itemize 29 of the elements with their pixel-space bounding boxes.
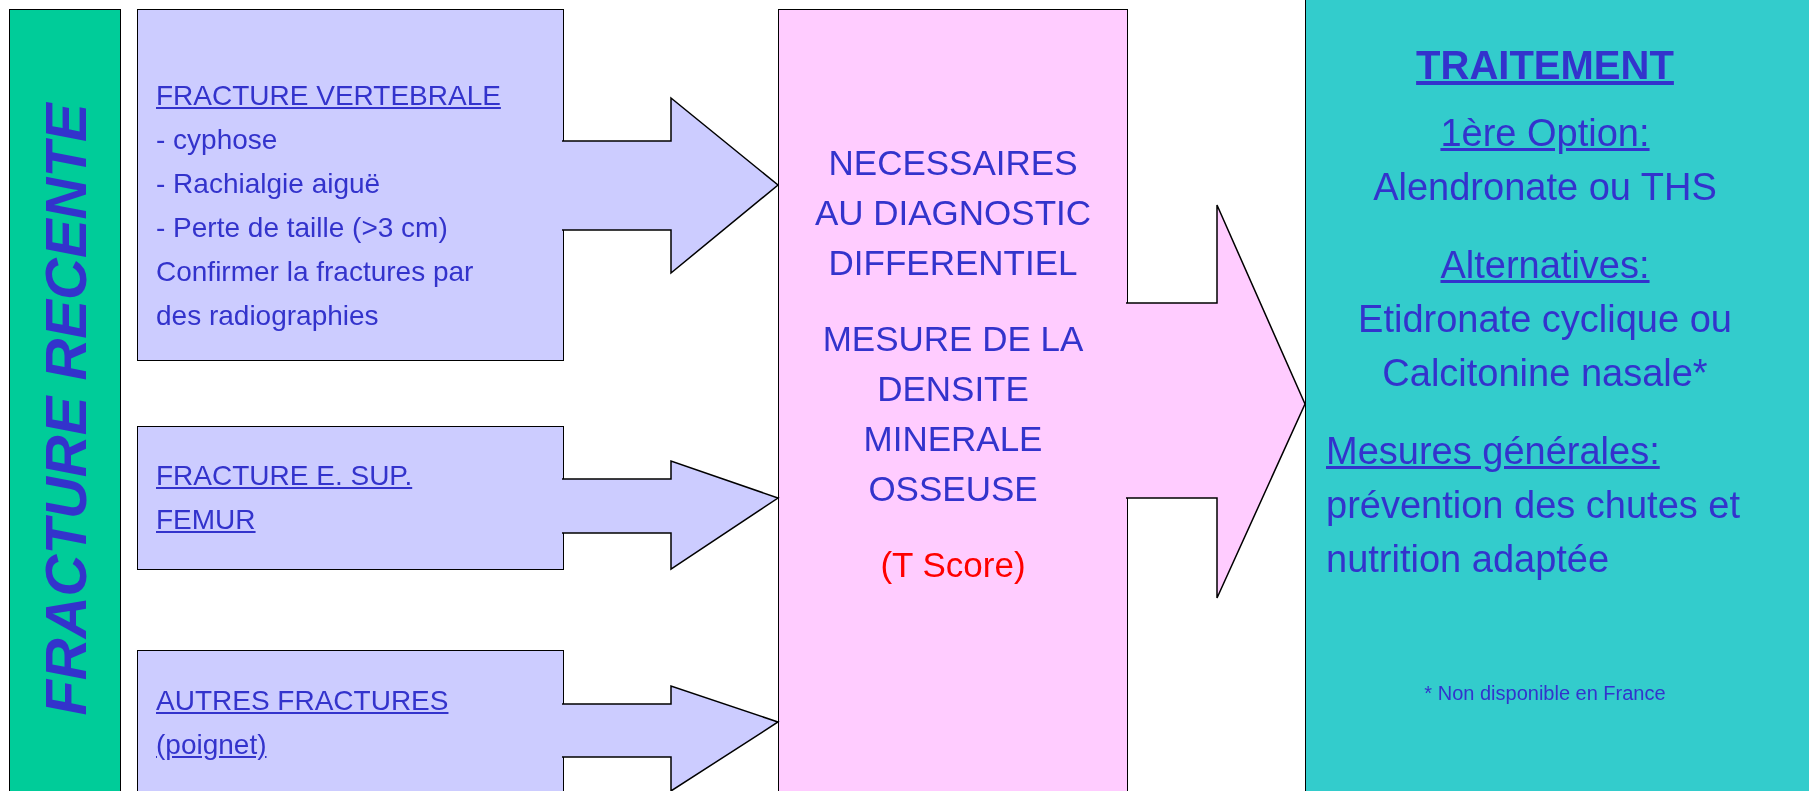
block-arrow xyxy=(561,96,780,275)
fracture-heading: AUTRES FRACTURES (poignet) xyxy=(156,684,450,762)
diagnosis-text: NECESSAIRES AU DIAGNOSTIC DIFFERENTIEL xyxy=(813,142,1093,284)
fracture-box xyxy=(137,426,564,570)
score-text: (T Score) xyxy=(879,544,1027,586)
option-text: Alendronate ou THS xyxy=(1372,165,1718,210)
treatment-panel xyxy=(1305,0,1809,791)
category-band xyxy=(9,9,121,791)
symptom-text: Confirmer la fractures par des radiographies xyxy=(156,255,475,333)
fracture-heading: FRACTURE VERTEBRALE xyxy=(156,79,502,113)
measures-text: prévention des chutes et nutrition adaptée xyxy=(1326,483,1742,582)
option-heading: 1ère Option: xyxy=(1439,111,1651,156)
fracture-heading: FRACTURE E. SUP. FEMUR xyxy=(156,459,413,537)
footnote: * Non disponible en France xyxy=(1423,682,1667,705)
fracture-box xyxy=(137,9,564,361)
option-heading: Alternatives: xyxy=(1439,243,1651,288)
measures-heading: Mesures générales: xyxy=(1326,429,1661,474)
symptom-text: - Perte de taille (>3 cm) xyxy=(156,211,449,245)
treatment-title: TRAITEMENT xyxy=(1415,43,1675,88)
option-text: Etidronate cyclique ou Calcitonine nasale* xyxy=(1357,297,1733,396)
vertical-title: FRACTURE RECENTE xyxy=(31,102,99,716)
symptom-text: - cyphose xyxy=(156,123,279,157)
block-arrow xyxy=(1125,204,1306,599)
fracture-box xyxy=(137,650,564,791)
block-arrow xyxy=(561,459,780,571)
symptom-text: - Rachialgie aiguë xyxy=(156,167,382,201)
diagnosis-box xyxy=(778,9,1128,791)
diagnosis-text: MESURE DE LA DENSITE MINERALE OSSEUSE xyxy=(821,318,1085,510)
block-arrow xyxy=(561,684,780,791)
